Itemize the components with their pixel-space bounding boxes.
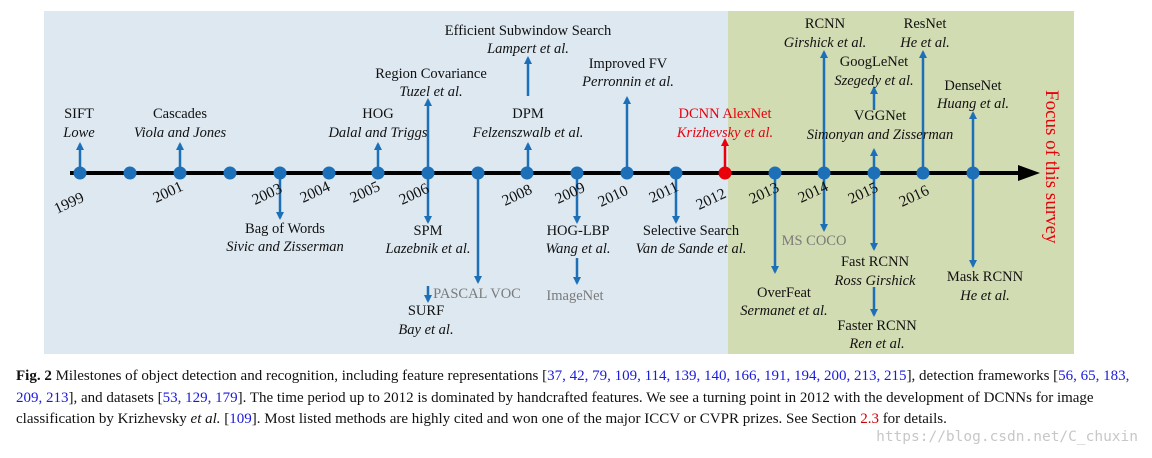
milestone-name: Mask RCNN [947, 269, 1024, 285]
caption-text: ], detection frameworks [ [906, 368, 1059, 384]
milestone-name: RCNN [805, 16, 846, 32]
dataset-label: MS COCO [782, 233, 847, 249]
milestone-name: DenseNet [944, 78, 1001, 94]
milestone-name: Fast RCNN [841, 254, 910, 270]
year-dot [123, 166, 137, 180]
milestone-author: Simonyan and Zisserman [807, 127, 954, 143]
year-dot [421, 166, 435, 180]
year-dot [669, 166, 683, 180]
milestone-author: Tuzel et al. [399, 84, 462, 100]
milestone-author: Ren et al. [848, 336, 904, 352]
milestone-name: SPM [413, 223, 442, 239]
milestone-author: Ross Girshick [834, 273, 917, 289]
caption-text: ], and datasets [ [68, 389, 163, 406]
milestone-name: SIFT [64, 106, 94, 122]
watermark: https://blog.csdn.net/C_chuxin [876, 429, 1138, 445]
focus-of-survey-label: Focus of this survey [1041, 90, 1062, 244]
milestone-author: Szegedy et al. [834, 73, 913, 89]
caption-text: for details. [878, 411, 947, 427]
milestone-name: HOG [362, 106, 394, 122]
dataset-label: PASCAL VOC [433, 286, 521, 302]
milestone-author: Lazebnik et al. [385, 241, 471, 257]
milestone-author: Felzenszwalb et al. [472, 125, 584, 141]
milestone-author: Lampert et al. [486, 41, 569, 57]
milestone-author: Sivic and Zisserman [226, 239, 344, 255]
caption-text: et al. [190, 411, 221, 427]
year-markers [73, 166, 980, 180]
year-dot [273, 166, 287, 180]
milestone-name: GoogLeNet [840, 54, 908, 70]
milestone-author: Lowe [62, 125, 95, 141]
caption-label: Fig. 2 [16, 368, 52, 384]
milestone-name: SURF [408, 303, 444, 319]
year-dot [817, 166, 831, 180]
year-dot [471, 166, 485, 180]
year-dot [73, 166, 87, 180]
milestone-author: Dalal and Triggs [327, 125, 427, 141]
milestone-author: Sermanet et al. [740, 303, 827, 319]
citation-link[interactable]: 37, 42, 79, 109, 114, 139, 140, 166, 191… [547, 368, 907, 384]
milestone-author: Perronnin et al. [581, 74, 674, 90]
milestone-author-highlight: Krizhevsky et al. [676, 125, 773, 141]
section-link[interactable]: 2.3 [860, 411, 879, 427]
year-dot [916, 166, 930, 180]
caption-text: Milestones of object detection and recog… [51, 368, 548, 384]
milestone-name: ResNet [904, 16, 947, 32]
caption-text: ]. Most listed methods are highly cited … [251, 411, 861, 427]
milestone-name: Bag of Words [245, 221, 325, 237]
citation-link[interactable]: 56, 65, 183, 209, 213 [16, 368, 1130, 406]
year-dot [173, 166, 187, 180]
milestone-name-highlight: DCNN AlexNet [678, 106, 771, 122]
year-dot [223, 166, 237, 180]
milestone-name: Selective Search [643, 223, 740, 239]
milestone-name: Faster RCNN [837, 318, 917, 334]
milestone-name: OverFeat [757, 285, 811, 301]
figure-caption: Fig. 2 Milestones of object detection an… [16, 366, 1138, 431]
year-dot-highlight [718, 166, 732, 180]
milestone-author: Viola and Jones [134, 125, 227, 141]
year-dot [867, 166, 881, 180]
milestone-name: Efficient Subwindow Search [445, 23, 612, 39]
milestone-author: Van de Sande et al. [636, 241, 747, 257]
year-dot [966, 166, 980, 180]
milestone-arrows [76, 50, 977, 317]
milestone-name: Region Covariance [375, 66, 487, 82]
citation-link[interactable]: 53, 129, 179 [162, 389, 238, 406]
milestone-author: Huang et al. [936, 96, 1009, 112]
milestone-name: Improved FV [589, 56, 668, 72]
year-dot [322, 166, 336, 180]
milestone-name: DPM [512, 106, 544, 122]
milestone-author: Girshick et al. [784, 35, 867, 51]
milestone-author: He et al. [899, 35, 950, 51]
milestone-name: Cascades [153, 106, 207, 122]
milestone-author: Wang et al. [545, 241, 610, 257]
year-dot [768, 166, 782, 180]
timeline-figure: 1999 2001 2003 2004 2005 2006 2008 2009 … [44, 11, 1074, 354]
year-dot [520, 166, 534, 180]
milestone-author: Bay et al. [398, 322, 453, 338]
year-dot [620, 166, 634, 180]
citation-link[interactable]: 109 [229, 411, 252, 427]
year-dot [570, 166, 584, 180]
handcrafted-era-panel [44, 11, 728, 354]
deep-learning-era-panel [728, 11, 1074, 354]
dataset-label: ImageNet [546, 288, 603, 304]
milestone-name: VGGNet [854, 108, 906, 124]
year-dot [371, 166, 385, 180]
milestone-author: He et al. [959, 288, 1010, 304]
caption-text: [ [220, 411, 230, 427]
milestone-name: HOG-LBP [547, 223, 610, 239]
caption-text: ]. The time period up to 2012 is dominat… [16, 389, 1094, 428]
timeline-axis-arrowhead [1018, 165, 1040, 181]
